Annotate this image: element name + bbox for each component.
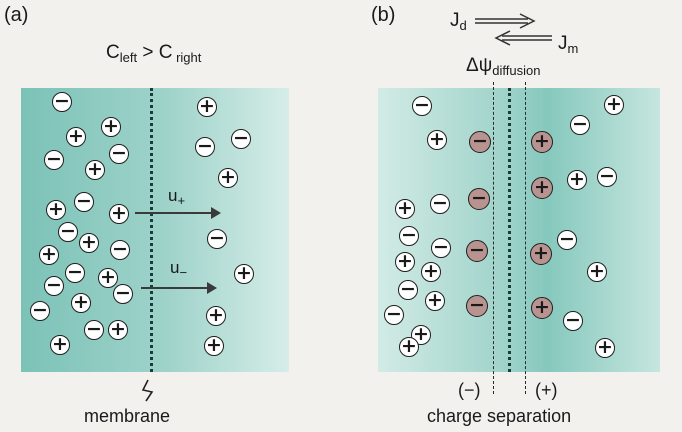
panel-a-anion-ion: − <box>113 284 133 304</box>
u-plus-arrow <box>135 207 221 219</box>
panel-b-fixed-cation-ion: + <box>531 131 553 153</box>
panel-b-cation-ion: + <box>395 252 415 272</box>
panel-a-anion-ion: − <box>65 263 85 283</box>
panel-a-cation-ion: + <box>98 268 118 288</box>
panel-a-cation-ion: + <box>101 117 121 137</box>
panel-b-fixed-anion-ion: − <box>468 188 490 210</box>
u-minus-label: u− <box>170 258 188 280</box>
panel-a-cation-ion: + <box>85 160 105 180</box>
charge-separation-label: charge separation <box>427 406 572 426</box>
panel-a-cation-ion: + <box>50 335 70 355</box>
panel-b-fixed-cation-ion: + <box>531 297 553 319</box>
panel-a-anion-ion: − <box>58 222 78 242</box>
panel-a-anion-ion: − <box>30 301 50 321</box>
panel-a-anion-ion: − <box>109 144 129 164</box>
panel-b-cation-ion: + <box>427 130 447 150</box>
membrane-label: membrane <box>84 406 171 426</box>
panel-a-anion-ion: − <box>84 320 104 340</box>
diffusion-potential-label: Δψdiffusion <box>466 55 541 78</box>
charge-layer-boundary-right <box>525 82 526 394</box>
panel-a-cation-ion: + <box>197 97 217 117</box>
panel-b-cation-ion: + <box>587 262 607 282</box>
panel-b-fixed-anion-ion: − <box>469 131 491 153</box>
panel-b-cation-ion: + <box>421 262 441 282</box>
panel-b-fixed-anion-ion: − <box>466 295 488 317</box>
panel-b-anion-ion: − <box>557 230 577 250</box>
panel-a-anion-ion: − <box>44 150 64 170</box>
panel-a-anion-ion: − <box>195 137 215 157</box>
panel-b-cation-ion: + <box>399 337 419 357</box>
membrane-line <box>150 88 153 372</box>
panel-a-anion-ion: − <box>207 229 227 249</box>
panel-b-anion-ion: − <box>597 167 617 187</box>
panel-a-anion-ion: − <box>44 276 64 296</box>
panel-b-anion-ion: − <box>431 238 451 258</box>
panel-a-anion-ion: − <box>110 240 130 260</box>
panel-b-label: (b) <box>371 4 396 26</box>
panel-b-cation-ion: + <box>395 199 415 219</box>
c-right-symbol: > C <box>137 42 173 63</box>
panel-b-anion-ion: − <box>412 96 432 116</box>
panel-b-fixed-cation-ion: + <box>531 177 553 199</box>
panel-b-cation-ion: + <box>567 170 587 190</box>
jd-arrow <box>475 13 536 29</box>
panel-a-cation-ion: + <box>204 336 224 356</box>
panel-b-anion-ion: − <box>398 280 418 300</box>
panel-a-cation-ion: + <box>206 306 226 326</box>
membrane-pointer <box>141 379 154 402</box>
panel-b-anion-ion: − <box>384 305 404 325</box>
u-plus-label: u+ <box>168 186 186 208</box>
panel-a-cation-ion: + <box>39 245 59 265</box>
panel-b-cation-ion: + <box>595 338 615 358</box>
panel-a-cation-ion: + <box>66 127 86 147</box>
panel-a-cation-ion: + <box>234 264 254 284</box>
panel-b-anion-ion: − <box>399 226 419 246</box>
negative-side-label: (−) <box>458 380 481 400</box>
u-minus-arrow <box>141 282 217 294</box>
panel-a-cation-ion: + <box>109 204 129 224</box>
jm-label: Jm <box>558 33 579 56</box>
positive-side-label: (+) <box>535 380 558 400</box>
jm-arrow <box>494 30 552 46</box>
panel-b-anion-ion: − <box>563 311 583 331</box>
panel-a-cation-ion: + <box>79 233 99 253</box>
c-right-subscript: right <box>172 50 202 65</box>
panel-a-cation-ion: + <box>108 320 128 340</box>
c-left-subscript: left <box>119 50 138 65</box>
jd-label: Jd <box>450 10 467 33</box>
panel-b-fixed-cation-ion: + <box>530 243 552 265</box>
panel-a-label: (a) <box>4 4 29 26</box>
panel-a-cation-ion: + <box>218 168 238 188</box>
panel-b-cation-ion: + <box>425 291 445 311</box>
panel-b-anion-ion: − <box>570 115 590 135</box>
panel-b-anion-ion: − <box>430 194 450 214</box>
membrane-line-b <box>508 88 511 372</box>
panel-a-cation-ion: + <box>46 200 66 220</box>
panel-a-anion-ion: − <box>52 92 72 112</box>
panel-a-cation-ion: + <box>71 293 91 313</box>
c-left-symbol: C <box>106 42 120 63</box>
panel-a-anion-ion: − <box>74 192 94 212</box>
concentration-condition: Cleft > C right <box>106 42 201 65</box>
panel-b-cation-ion: + <box>604 95 624 115</box>
panel-b-solution <box>378 88 660 372</box>
panel-a-anion-ion: − <box>231 129 251 149</box>
panel-b-fixed-anion-ion: − <box>466 240 488 262</box>
charge-layer-boundary-left <box>493 82 494 394</box>
